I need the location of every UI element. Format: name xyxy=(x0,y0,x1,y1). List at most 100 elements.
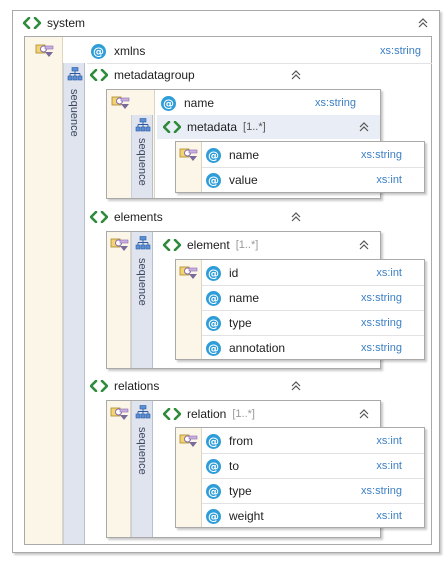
element-name: relations xyxy=(114,379,160,393)
attributes-group-icon xyxy=(110,406,130,422)
attribute-name: annotation xyxy=(229,341,286,355)
attribute-icon: @ xyxy=(206,172,221,188)
elements-header[interactable]: elements xyxy=(90,205,310,229)
metadata-header[interactable]: metadata [1..*] xyxy=(157,115,380,139)
relation-attributes-box: @ from xs:int @ to xs:int @ type xs:stri… xyxy=(175,427,425,528)
attribute-type: xs:int xyxy=(376,435,402,447)
element-name: metadatagroup xyxy=(114,68,195,82)
chevron-up-icon[interactable] xyxy=(358,121,370,133)
chevron-up-icon[interactable] xyxy=(358,408,370,420)
chevron-up-icon[interactable] xyxy=(290,380,302,392)
element-icon xyxy=(163,239,181,251)
attribute-row-xmlns[interactable]: @ xmlns xs:string xyxy=(91,39,431,63)
element-name: metadata xyxy=(187,120,238,134)
chevron-up-icon[interactable] xyxy=(290,211,302,223)
attribute-row[interactable]: @ from xs:int xyxy=(206,429,424,453)
attribute-row-name[interactable]: @ name xs:string xyxy=(161,91,380,115)
attribute-name: name xyxy=(184,96,215,110)
attributes-group-icon xyxy=(179,147,199,163)
attribute-row[interactable]: @ weight xs:int xyxy=(206,504,424,528)
sequence-label: sequence xyxy=(68,89,80,137)
separator xyxy=(202,453,424,454)
chevron-up-icon[interactable] xyxy=(290,69,302,81)
element-header[interactable]: element [1..*] xyxy=(157,233,380,257)
attribute-name: type xyxy=(229,484,252,498)
attributes-strip xyxy=(176,142,202,192)
metadatagroup-header[interactable]: metadatagroup xyxy=(90,63,310,87)
separator xyxy=(202,335,424,336)
element-name: element xyxy=(187,238,230,252)
attribute-row[interactable]: @ type xs:string xyxy=(206,311,424,335)
element-icon xyxy=(163,408,181,420)
element-icon xyxy=(90,69,108,81)
separator xyxy=(202,478,424,479)
attribute-row[interactable]: @ to xs:int xyxy=(206,454,424,478)
attribute-row[interactable]: @ name xs:string xyxy=(206,286,424,310)
attribute-type: xs:string xyxy=(361,149,402,161)
sequence-icon xyxy=(135,405,151,419)
attribute-icon: @ xyxy=(206,265,221,281)
attribute-type: xs:int xyxy=(376,267,402,279)
separator xyxy=(202,503,424,504)
attribute-row[interactable]: @ type xs:string xyxy=(206,479,424,503)
element-name: relation xyxy=(187,407,227,421)
sequence-strip: sequence xyxy=(131,115,153,198)
attribute-name: type xyxy=(229,316,252,330)
attribute-type: xs:string xyxy=(361,342,402,354)
attribute-type: xs:string xyxy=(361,317,402,329)
attribute-row[interactable]: @ id xs:int xyxy=(206,261,424,285)
attribute-icon: @ xyxy=(206,315,221,331)
attributes-strip xyxy=(25,37,63,544)
sequence-strip: sequence xyxy=(131,232,153,368)
attributes-strip xyxy=(107,401,131,537)
sequence-icon xyxy=(67,67,83,81)
multiplicity: [1..*] xyxy=(243,121,266,133)
attribute-type: xs:string xyxy=(315,97,356,109)
attribute-type: xs:string xyxy=(361,485,402,497)
attributes-group-icon xyxy=(179,433,199,449)
system-header[interactable]: system xyxy=(13,11,439,35)
attributes-group-icon xyxy=(110,237,130,253)
attribute-type: xs:string xyxy=(380,45,421,57)
attributes-strip xyxy=(176,428,202,527)
relations-header[interactable]: relations xyxy=(90,374,310,398)
attribute-name: name xyxy=(229,291,260,305)
sequence-label: sequence xyxy=(136,258,148,306)
separator xyxy=(202,310,424,311)
attribute-icon: @ xyxy=(206,508,221,524)
element-name: system xyxy=(47,16,86,30)
attribute-name: to xyxy=(229,459,240,473)
attribute-icon: @ xyxy=(206,340,221,356)
attribute-name: id xyxy=(229,266,239,280)
chevron-up-icon[interactable] xyxy=(358,239,370,251)
attribute-row[interactable]: @ annotation xs:string xyxy=(206,336,424,360)
sequence-strip: sequence xyxy=(131,401,153,537)
element-attributes-box: @ id xs:int @ name xs:string @ type xs:s… xyxy=(175,259,425,360)
attribute-type: xs:string xyxy=(361,292,402,304)
attribute-type: xs:int xyxy=(376,460,402,472)
attribute-icon: @ xyxy=(206,458,221,474)
attributes-strip xyxy=(107,232,131,368)
relation-header[interactable]: relation [1..*] xyxy=(157,402,380,426)
element-icon xyxy=(90,211,108,223)
attribute-icon: @ xyxy=(206,290,221,306)
attribute-name: name xyxy=(229,148,260,162)
attribute-icon: @ xyxy=(206,433,221,449)
attribute-row[interactable]: @ name xs:string xyxy=(206,143,424,167)
attribute-row[interactable]: @ value xs:int xyxy=(206,168,424,192)
chevron-up-icon[interactable] xyxy=(417,17,429,29)
attributes-group-icon xyxy=(111,95,131,111)
attribute-type: xs:int xyxy=(376,510,402,522)
attributes-group-icon xyxy=(179,265,199,281)
attribute-icon: @ xyxy=(206,147,221,163)
attribute-name: from xyxy=(229,434,253,448)
metadata-attributes-box: @ name xs:string @ value xs:int xyxy=(175,141,425,193)
sequence-strip: sequence xyxy=(63,63,85,544)
attribute-icon: @ xyxy=(206,483,221,499)
sequence-icon xyxy=(135,118,151,132)
multiplicity: [1..*] xyxy=(235,239,259,251)
attribute-icon: @ xyxy=(91,43,106,59)
attribute-name: weight xyxy=(229,509,264,523)
element-icon xyxy=(163,121,181,133)
attribute-icon: @ xyxy=(161,95,176,111)
